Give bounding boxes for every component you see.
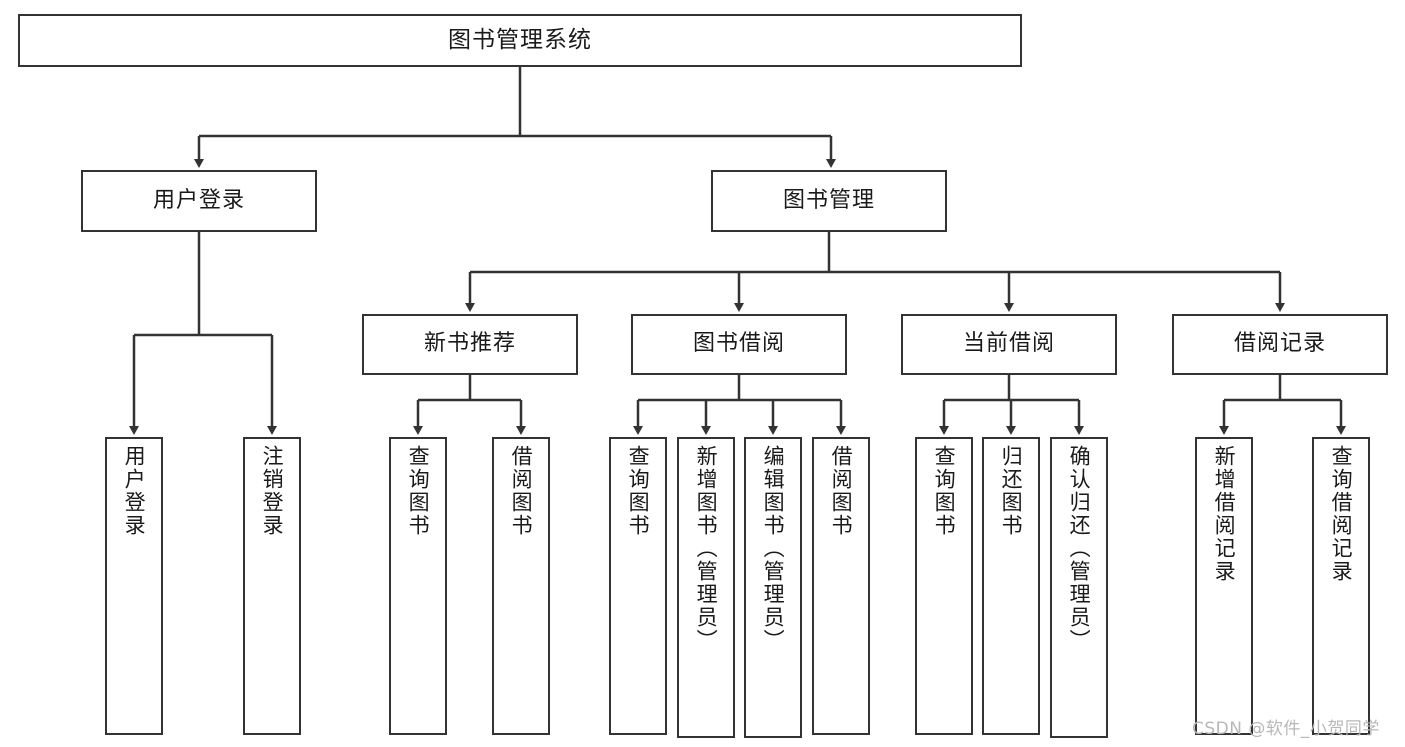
node-label: 新增图书（管理员） bbox=[694, 445, 719, 652]
node-label: 图书管理 bbox=[782, 187, 875, 213]
node-book-management[interactable]: 图书管理 bbox=[711, 170, 947, 232]
leaf-query-borrow-record[interactable]: 查询借阅记录 bbox=[1312, 437, 1370, 735]
node-label: 查询借阅记录 bbox=[1329, 445, 1354, 583]
node-label: 新书推荐 bbox=[423, 331, 516, 357]
leaf-user-login[interactable]: 用户登录 bbox=[105, 437, 163, 735]
node-new-book-recommend[interactable]: 新书推荐 bbox=[362, 314, 578, 375]
node-user-login[interactable]: 用户登录 bbox=[81, 170, 317, 232]
node-book-borrow[interactable]: 图书借阅 bbox=[631, 314, 847, 375]
node-label: 图书借阅 bbox=[692, 331, 785, 357]
leaf-query-book-borrow[interactable]: 查询图书 bbox=[609, 437, 667, 735]
node-label: 确认归还（管理员） bbox=[1067, 445, 1092, 652]
leaf-borrow-book[interactable]: 借阅图书 bbox=[812, 437, 870, 735]
node-label: 用户登录 bbox=[122, 445, 147, 537]
node-label: 新增借阅记录 bbox=[1212, 445, 1237, 583]
node-label: 编辑图书（管理员） bbox=[761, 445, 786, 652]
watermark-text: CSDN @软件_小贺同学 bbox=[1192, 719, 1380, 739]
node-label: 查询图书 bbox=[406, 445, 431, 537]
node-borrow-record[interactable]: 借阅记录 bbox=[1172, 314, 1388, 375]
node-label: 查询图书 bbox=[932, 445, 957, 537]
leaf-return-book[interactable]: 归还图书 bbox=[982, 437, 1040, 735]
node-label: 当前借阅 bbox=[962, 331, 1055, 357]
node-current-borrow[interactable]: 当前借阅 bbox=[901, 314, 1117, 375]
leaf-query-book-current[interactable]: 查询图书 bbox=[915, 437, 973, 735]
node-label: 借阅记录 bbox=[1233, 331, 1326, 357]
leaf-edit-book-admin[interactable]: 编辑图书（管理员） bbox=[744, 437, 802, 738]
leaf-borrow-book-recommend[interactable]: 借阅图书 bbox=[492, 437, 550, 735]
node-root-book-management-system[interactable]: 图书管理系统 bbox=[18, 14, 1022, 67]
leaf-add-borrow-record[interactable]: 新增借阅记录 bbox=[1195, 437, 1253, 735]
node-label: 查询图书 bbox=[626, 445, 651, 537]
leaf-logout[interactable]: 注销登录 bbox=[243, 437, 301, 735]
node-label: 借阅图书 bbox=[829, 445, 854, 537]
node-label: 注销登录 bbox=[260, 445, 285, 537]
node-label: 图书管理系统 bbox=[448, 26, 592, 53]
leaf-confirm-return-admin[interactable]: 确认归还（管理员） bbox=[1050, 437, 1108, 738]
leaf-query-book-recommend[interactable]: 查询图书 bbox=[389, 437, 447, 735]
node-label: 用户登录 bbox=[152, 187, 245, 213]
leaf-add-book-admin[interactable]: 新增图书（管理员） bbox=[677, 437, 735, 738]
node-label: 借阅图书 bbox=[509, 445, 534, 537]
node-label: 归还图书 bbox=[999, 445, 1024, 537]
